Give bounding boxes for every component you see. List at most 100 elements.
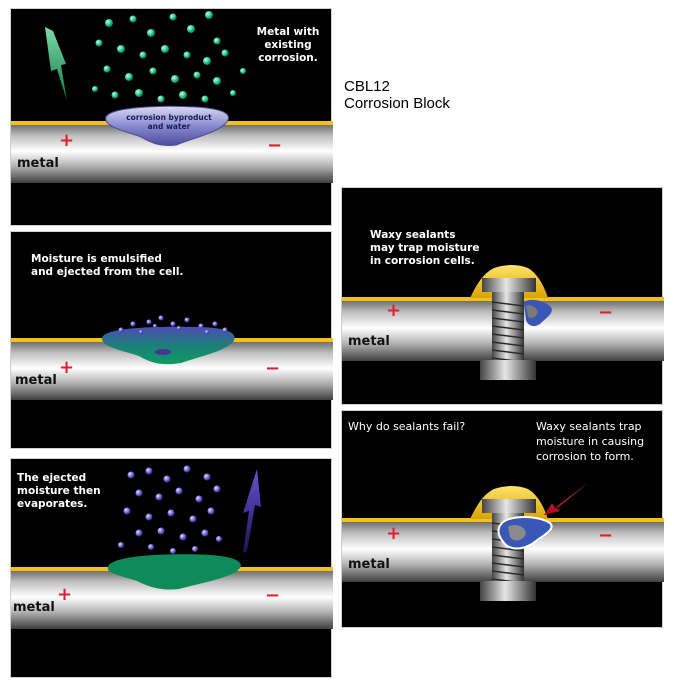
- plus-sign: +: [386, 300, 402, 321]
- panel-2-illustration: [11, 315, 333, 400]
- panel-3-caption: The ejected moisture then evaporates.: [17, 472, 101, 510]
- bubble: [179, 91, 187, 99]
- bubble: [146, 319, 152, 325]
- metal-label: metal: [15, 373, 57, 388]
- bubble: [193, 71, 201, 79]
- panel-2-caption: Moisture is emulsified and ejected from …: [31, 253, 184, 278]
- bubble: [167, 509, 175, 517]
- title-name: Corrosion Block: [344, 95, 450, 112]
- small-bubbles-group: [118, 315, 228, 334]
- bolt-head: [482, 499, 536, 513]
- bubble: [201, 529, 209, 537]
- bubble: [135, 89, 143, 97]
- panel-5-caption-left: Why do sealants fail?: [348, 420, 466, 433]
- dried-residue-blob: [107, 554, 241, 590]
- title-block: CBL12 Corrosion Block: [344, 78, 450, 112]
- bubble: [198, 323, 204, 329]
- bubble: [192, 546, 198, 552]
- bubble: [130, 321, 136, 327]
- bubble: [117, 45, 125, 53]
- minus-sign: −: [598, 525, 614, 546]
- bubble: [170, 321, 176, 327]
- title-code: CBL12: [344, 78, 390, 95]
- bubble: [170, 548, 176, 554]
- bubble: [213, 485, 221, 493]
- bubble: [111, 91, 119, 99]
- bubble: [148, 544, 154, 550]
- bubbles-group: [92, 11, 246, 103]
- red-pointer-arrow: [544, 483, 588, 515]
- panel-4-caption: Waxy sealants may trap moisture in corro…: [370, 229, 480, 267]
- bubble: [203, 473, 211, 481]
- metal-label: metal: [348, 334, 390, 349]
- bubble: [222, 327, 228, 333]
- bubble: [161, 45, 169, 53]
- bubble: [216, 536, 222, 542]
- bubble: [201, 95, 209, 103]
- bubble: [155, 493, 163, 501]
- minus-sign: −: [598, 302, 614, 323]
- bubble: [230, 90, 236, 96]
- bubble: [157, 527, 165, 535]
- bubble: [139, 51, 147, 59]
- bubble: [118, 327, 124, 333]
- panel-why-sealants-fail: Why do sealants fail? Waxy sealants trap…: [341, 410, 664, 628]
- panel-3-illustration: [11, 465, 333, 629]
- metal-label: metal: [348, 557, 390, 572]
- bubble: [105, 19, 113, 27]
- purple-arrow-up: [243, 469, 261, 553]
- bubble: [177, 326, 181, 330]
- bubble: [169, 13, 177, 21]
- bubble: [183, 465, 191, 473]
- bubble: [205, 11, 213, 19]
- blob-label: corrosion byproduct and water: [126, 113, 212, 131]
- bubble: [213, 77, 221, 85]
- plus-sign: +: [57, 584, 73, 605]
- bubble: [213, 37, 221, 45]
- minus-sign: −: [265, 585, 281, 606]
- bubble: [125, 73, 133, 81]
- panel-waxy-sealants-trap: Waxy sealants may trap moisture in corro…: [341, 187, 664, 405]
- bubble: [195, 495, 203, 503]
- emulsified-moisture-blob: [102, 326, 235, 365]
- bubble: [158, 315, 164, 321]
- bubble: [163, 475, 171, 483]
- bubble: [184, 317, 190, 323]
- bubble: [139, 330, 143, 334]
- bubble: [92, 86, 98, 92]
- bubble: [189, 515, 197, 523]
- bubble: [103, 65, 111, 73]
- bubble: [179, 533, 187, 541]
- bubble: [135, 529, 143, 537]
- bubble: [118, 542, 124, 548]
- bubble: [171, 75, 179, 83]
- bubble: [147, 29, 155, 37]
- panel-moisture-emulsified: Moisture is emulsified and ejected from …: [10, 231, 333, 449]
- metal-label: metal: [13, 600, 55, 615]
- bubble: [135, 489, 143, 497]
- bubble: [207, 507, 215, 515]
- bubble: [129, 15, 137, 23]
- bubble: [221, 49, 229, 57]
- bubble: [153, 324, 157, 328]
- plus-sign: +: [386, 523, 402, 544]
- panel-existing-corrosion: corrosion byproduct and water Metal with…: [10, 8, 333, 226]
- bubble: [205, 330, 209, 334]
- bubble: [212, 321, 218, 327]
- plus-sign: +: [59, 357, 75, 378]
- bubble: [95, 39, 103, 47]
- plus-sign: +: [59, 130, 75, 151]
- bubble: [145, 467, 153, 475]
- panel-5-illustration: [342, 483, 664, 601]
- metal-label: metal: [17, 156, 59, 171]
- minus-sign: −: [267, 135, 283, 156]
- nut: [480, 581, 536, 601]
- bubble: [145, 513, 153, 521]
- panel-4-illustration: [342, 265, 664, 380]
- bubble: [127, 471, 135, 479]
- bubble: [123, 507, 131, 515]
- bubble: [157, 95, 165, 103]
- green-arrow-down: [45, 27, 67, 101]
- panel-1-caption: Metal with existing corrosion.: [256, 26, 320, 64]
- nut: [480, 360, 536, 380]
